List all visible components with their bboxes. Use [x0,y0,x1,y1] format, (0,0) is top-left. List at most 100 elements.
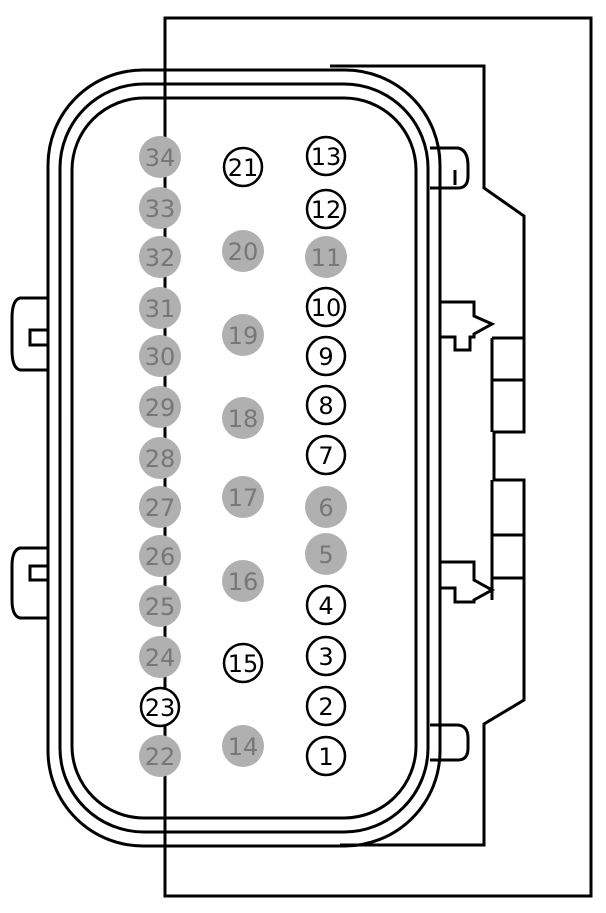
pin-28-circle [139,437,181,479]
pin-5-label: 5 [318,541,333,569]
pin-2-label: 2 [318,693,333,721]
pin-26-circle [139,535,181,577]
guide-rail [438,170,457,725]
pin-12-label: 12 [311,196,342,224]
pin-28: 28 [139,437,181,479]
pin-27: 27 [139,486,181,528]
pin-33: 33 [139,187,181,229]
pin-9-circle [305,335,347,377]
pin-17-label: 17 [228,484,259,512]
pin-5-circle [305,533,347,575]
pin-1-label: 1 [318,743,333,771]
pin-19-label: 19 [228,322,259,350]
pin-31-circle [139,287,181,329]
housing-inner [70,96,418,820]
pin-18-circle [222,397,264,439]
pin-1: 1 [305,735,347,777]
pin-4: 4 [305,584,347,626]
pin-18: 18 [222,397,264,439]
pin-2: 2 [305,685,347,727]
pins-layer: 3433323130292827262524232221201918171615… [139,135,347,777]
pin-16: 16 [222,560,264,602]
pin-4-circle [305,584,347,626]
pin-20-circle [222,230,264,272]
pin-11-circle [305,236,347,278]
clip-top-right [430,146,470,190]
pin-5: 5 [305,533,347,575]
pin-24-circle [139,636,181,678]
pin-10: 10 [305,286,347,328]
pin-7: 7 [305,434,347,476]
pin-20: 20 [222,230,264,272]
pin-8-label: 8 [318,392,333,420]
latch-box-lower [490,480,524,600]
pin-10-label: 10 [311,294,342,322]
pin-15-circle [222,642,264,684]
pin-27-circle [139,486,181,528]
pin-6: 6 [305,486,347,528]
pin-31: 31 [139,287,181,329]
pin-17-circle [222,476,264,518]
pin-9: 9 [305,335,347,377]
pin-20-label: 20 [228,238,259,266]
pin-19: 19 [222,314,264,356]
pin-30: 30 [139,335,181,377]
pin-22-label: 22 [145,743,176,771]
pin-30-label: 30 [145,343,176,371]
pin-1-circle [305,735,347,777]
pin-33-circle [139,187,181,229]
pin-13: 13 [305,135,347,177]
pin-25: 25 [139,585,181,627]
pin-24: 24 [139,636,181,678]
pin-23-circle [139,686,181,728]
pin-10-circle [305,286,347,328]
latch-lower [440,560,496,604]
pin-24-label: 24 [145,644,176,672]
pin-13-circle [305,135,347,177]
pin-16-label: 16 [228,568,259,596]
pin-26: 26 [139,535,181,577]
housing-outer [46,68,442,848]
pin-29-label: 29 [145,394,176,422]
pin-25-circle [139,585,181,627]
pin-12-circle [305,188,347,230]
clip-bottom-right [430,723,470,762]
pin-8-circle [305,384,347,426]
pin-34: 34 [139,136,181,178]
backshell-outline [163,16,593,898]
pin-13-label: 13 [311,143,342,171]
clip-lower-left [10,546,48,620]
pin-33-label: 33 [145,195,176,223]
clip-slot-lower-left [28,564,48,582]
pin-21: 21 [222,146,264,188]
latch-box-upper [490,336,524,432]
pin-32-label: 32 [145,244,176,272]
pin-9-label: 9 [318,343,333,371]
rear-body-outline [330,64,526,847]
pin-8: 8 [305,384,347,426]
clip-upper-left [10,296,48,372]
pin-27-label: 27 [145,494,176,522]
pin-22: 22 [139,735,181,777]
pin-34-circle [139,136,181,178]
pin-6-label: 6 [318,494,333,522]
pin-26-label: 26 [145,543,176,571]
pin-30-circle [139,335,181,377]
pin-21-circle [222,146,264,188]
pin-19-circle [222,314,264,356]
pin-29: 29 [139,386,181,428]
pin-16-circle [222,560,264,602]
pin-22-circle [139,735,181,777]
pin-11: 11 [305,236,347,278]
pin-4-label: 4 [318,592,333,620]
pin-12: 12 [305,188,347,230]
clip-slot-upper-left [28,328,48,347]
pin-3-label: 3 [318,643,333,671]
pin-7-circle [305,434,347,476]
pin-32-circle [139,236,181,278]
pin-7-label: 7 [318,442,333,470]
pin-23: 23 [139,686,181,728]
pin-15-label: 15 [228,650,259,678]
pin-6-circle [305,486,347,528]
